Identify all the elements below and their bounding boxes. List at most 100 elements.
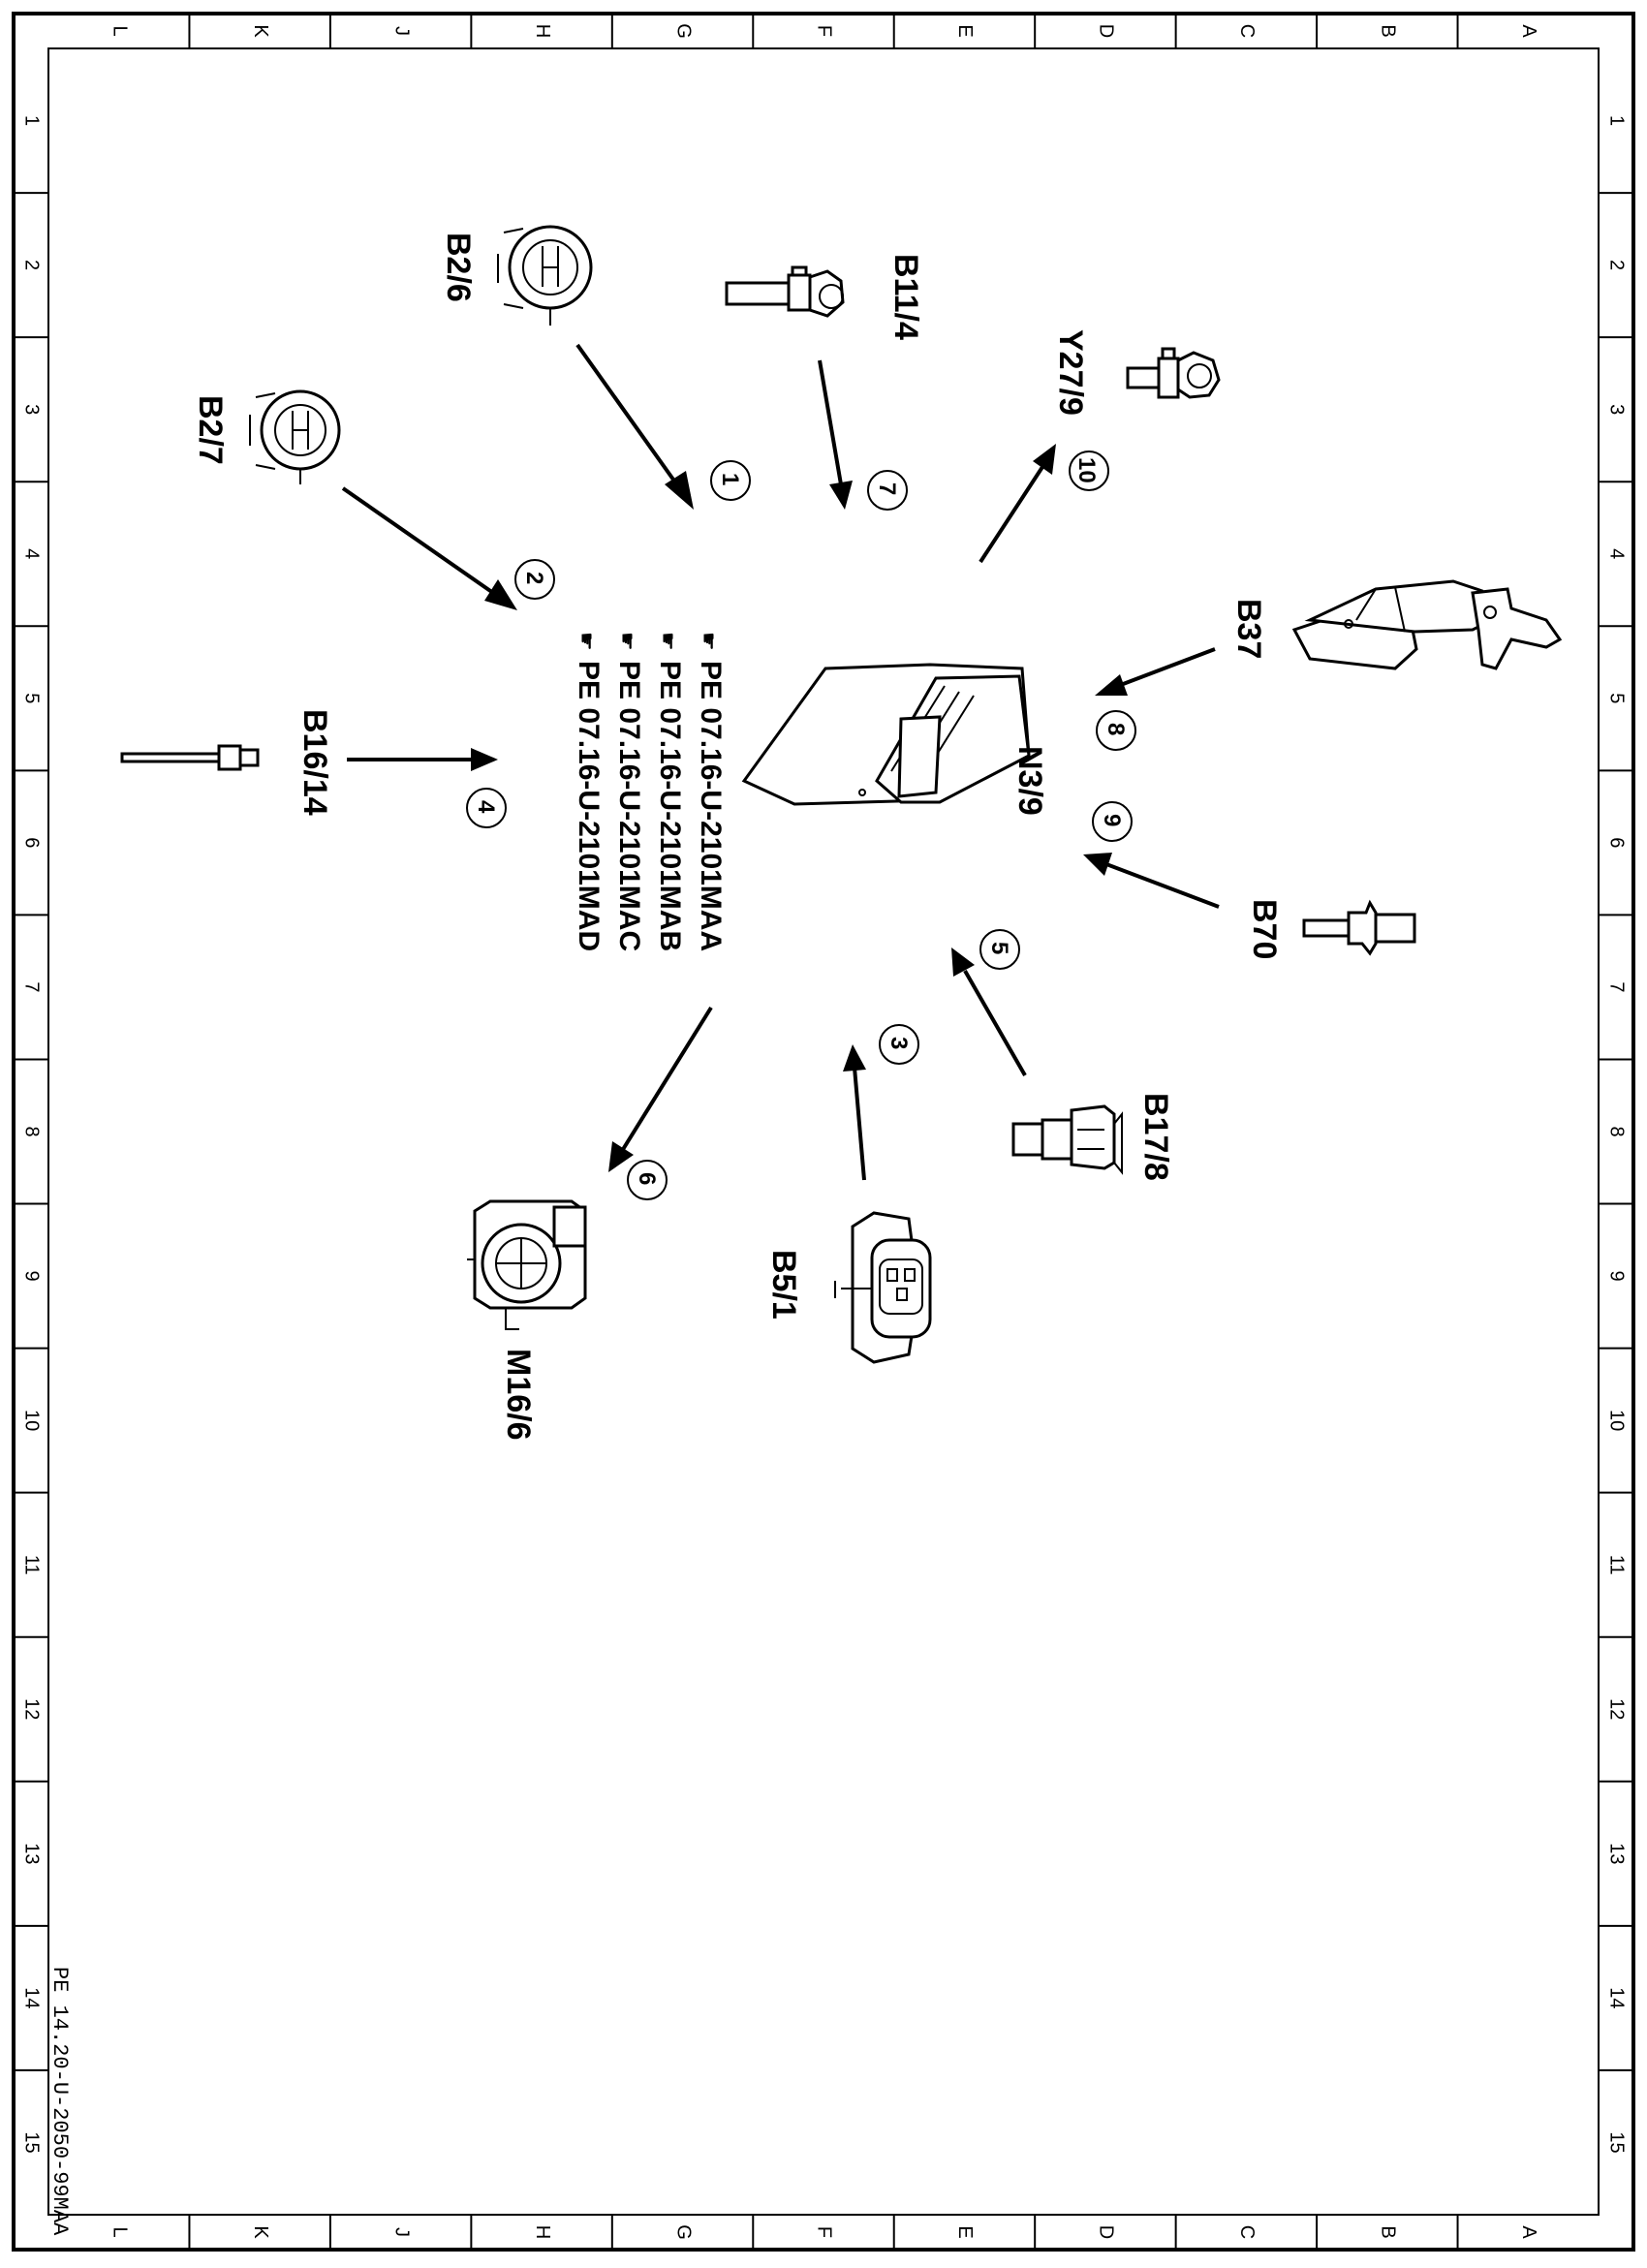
- pointer-arrow: [620, 1006, 713, 1153]
- zone-label: 11: [1606, 1555, 1628, 1575]
- zone-label: C: [1236, 2225, 1258, 2239]
- control-unit-label: N3/9: [1011, 746, 1048, 816]
- arrowhead: [608, 1141, 634, 1172]
- zone-label: 13: [1606, 1843, 1628, 1864]
- zone-label: 10: [21, 1410, 43, 1431]
- zone-label: 13: [21, 1843, 43, 1864]
- zone-label: C: [1236, 24, 1258, 38]
- callout-circle: [627, 1160, 668, 1200]
- pointer-arrow: [1117, 647, 1216, 688]
- callout-circle: [1096, 710, 1136, 751]
- doc-code: PE 14.20-U-2050-99MAA: [47, 1967, 72, 2236]
- zone-label: J: [390, 2227, 412, 2237]
- pointer-arrow: [575, 343, 680, 488]
- part-b16-14: B16/14 4: [120, 709, 507, 828]
- zone-label: 12: [21, 1698, 43, 1720]
- pointer-arrow: [853, 1067, 866, 1181]
- zone-label: 1: [21, 115, 43, 126]
- zone-label: K: [250, 24, 271, 38]
- temperature-sensor-icon: [120, 744, 260, 771]
- air-temperature-sensor-icon: [1011, 1104, 1123, 1175]
- zone-label: 6: [1606, 837, 1628, 848]
- zone-label: D: [1096, 24, 1117, 38]
- part-b17-8: B17/8 5: [951, 929, 1174, 1181]
- part-label: Y27/9: [1052, 329, 1089, 416]
- callout-circle: [867, 470, 908, 511]
- part-b5-1: B5/1 3: [765, 1024, 932, 1364]
- zone-label: 14: [21, 1987, 43, 2008]
- part-b11-4: B11/4 7: [725, 254, 924, 511]
- zone-label: 5: [1606, 693, 1628, 703]
- zone-label: 2: [21, 260, 43, 270]
- zone-label: E: [954, 2225, 976, 2238]
- pointer-arrow: [341, 486, 498, 597]
- pointer-arrow: [1105, 862, 1220, 909]
- callout-circle: [1069, 450, 1109, 491]
- part-b37: B37 8: [1095, 579, 1563, 751]
- callout-circle: [466, 788, 507, 828]
- reference-code: PE 07.16-U-2101MAB: [654, 661, 686, 951]
- zone-label: H: [532, 24, 553, 38]
- callout-number: 1: [717, 473, 743, 485]
- part-label: B2/6: [440, 233, 477, 302]
- accelerator-pedal-icon: [1291, 579, 1563, 670]
- callout-number: 4: [473, 800, 499, 814]
- callout-number: 2: [521, 572, 547, 584]
- part-label: B37: [1230, 599, 1267, 659]
- zone-label: 3: [1606, 404, 1628, 415]
- zone-label: 7: [1606, 981, 1628, 992]
- zone-label: F: [814, 25, 835, 37]
- zone-label: 15: [21, 2131, 43, 2153]
- zone-label: D: [1096, 2225, 1117, 2239]
- zone-label: B: [1378, 24, 1399, 37]
- callout-number: 3: [886, 1037, 912, 1049]
- arrowhead: [1083, 853, 1112, 876]
- callout-number: 10: [1073, 457, 1100, 483]
- zone-label: 15: [1606, 2131, 1628, 2153]
- zone-label: L: [109, 2226, 130, 2237]
- zone-label: A: [1518, 24, 1539, 38]
- part-label: B16/14: [296, 709, 333, 816]
- arrowhead: [471, 748, 498, 771]
- outer-frame: [12, 12, 1635, 2252]
- hand-pointer-icon: ☛: [575, 632, 599, 651]
- arrowhead: [484, 579, 517, 610]
- throttle-actuator-icon: [467, 1199, 587, 1330]
- pointer-arrow: [963, 970, 1027, 1076]
- zone-label: K: [250, 2225, 271, 2239]
- part-label: B5/1: [765, 1250, 802, 1320]
- hand-pointer-icon: ☛: [615, 632, 639, 651]
- zone-label: 8: [1606, 1126, 1628, 1136]
- crankshaft-sensor-icon: [1302, 899, 1416, 956]
- hand-pointer-icon: ☛: [656, 632, 680, 651]
- callout-number: 5: [986, 942, 1012, 954]
- callout-number: 7: [874, 482, 900, 495]
- pressure-sensor-icon: [834, 1211, 932, 1364]
- callout-number: 8: [1103, 723, 1129, 735]
- zone-label: H: [532, 2225, 553, 2239]
- zone-label: 7: [21, 981, 43, 992]
- arrowhead: [1095, 674, 1128, 696]
- zone-label: E: [954, 24, 976, 37]
- callout-circle: [879, 1024, 919, 1065]
- egr-valve-icon: [1126, 347, 1221, 399]
- zone-label: 14: [1606, 1987, 1628, 2008]
- reference-code: PE 07.16-U-2101MAC: [613, 661, 645, 951]
- reference-1: ☛ PE 07.16-U-2101MAA: [695, 632, 727, 951]
- pointer-arrow: [818, 359, 843, 485]
- reference-code: PE 07.16-U-2101MAD: [573, 661, 605, 951]
- zone-label: 2: [1606, 260, 1628, 270]
- callout-circle: [979, 929, 1020, 970]
- zone-label: A: [1518, 2225, 1539, 2239]
- part-label: M16/6: [500, 1349, 537, 1441]
- zone-label: 3: [21, 404, 43, 415]
- zone-label: G: [672, 23, 694, 39]
- coolant-sensor-icon: [725, 265, 845, 318]
- knock-sensor-icon: [249, 389, 341, 484]
- knock-sensor-icon: [497, 225, 593, 326]
- callout-circle: [710, 460, 751, 501]
- part-m16-6: M16/6 6: [467, 1006, 713, 1441]
- part-label: B2/7: [192, 395, 229, 465]
